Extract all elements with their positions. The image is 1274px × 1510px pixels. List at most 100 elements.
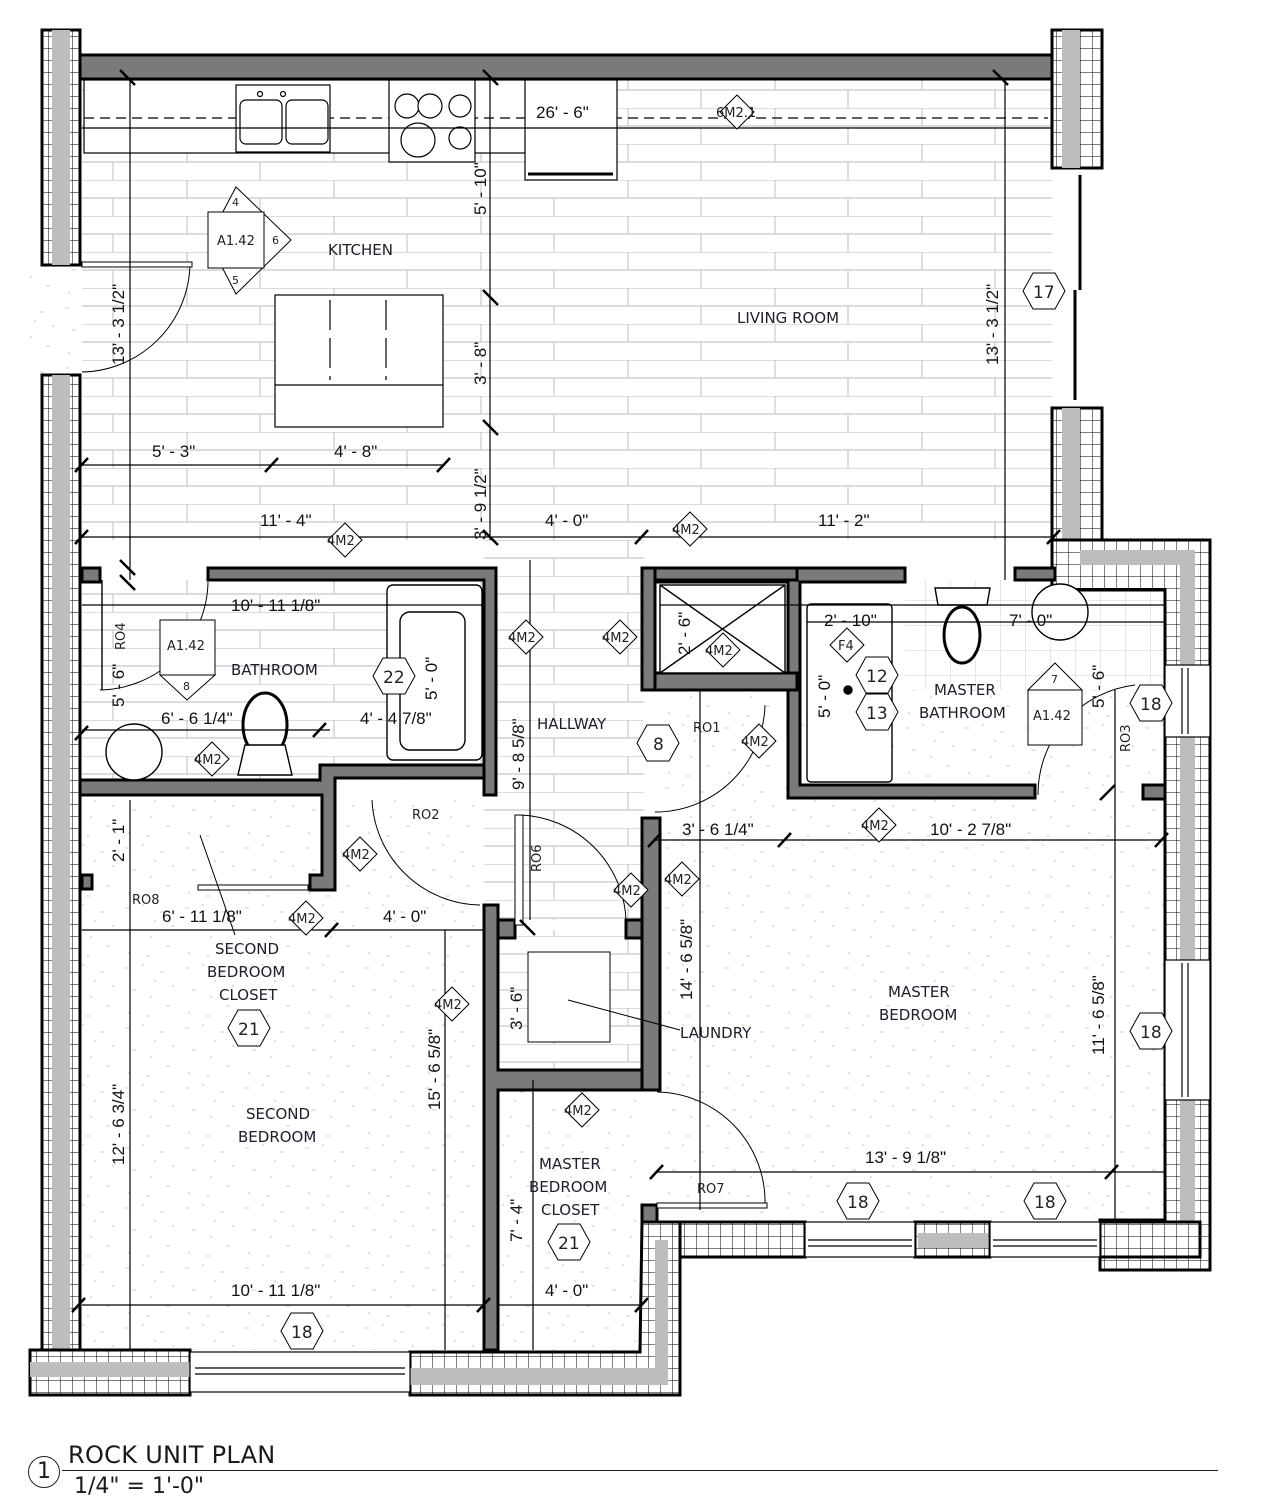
svg-text:11' - 4": 11' - 4"	[260, 511, 312, 530]
svg-text:5' - 10": 5' - 10"	[471, 162, 490, 215]
svg-text:4M2: 4M2	[672, 523, 700, 538]
svg-text:4M2: 4M2	[861, 819, 889, 834]
door-tags: RO1 RO2 RO3 RO4 RO6 RO7 RO8	[114, 622, 1134, 1197]
svg-text:3' - 8": 3' - 8"	[471, 342, 490, 385]
interior-walls	[78, 53, 1167, 1352]
svg-text:4M2: 4M2	[288, 912, 316, 927]
drawing-title-block: 1 ROCK UNIT PLAN 1/4" = 1'-0"	[28, 1440, 1228, 1510]
room-label-master-bedroom-1: MASTER	[888, 983, 950, 1001]
svg-text:21: 21	[558, 1234, 580, 1254]
hallway-floor	[484, 540, 644, 920]
room-label-hallway: HALLWAY	[537, 715, 607, 733]
svg-text:11' - 2": 11' - 2"	[818, 511, 870, 530]
svg-text:4M2: 4M2	[602, 631, 630, 646]
svg-text:5: 5	[232, 274, 239, 287]
svg-text:13' - 3 1/2": 13' - 3 1/2"	[109, 284, 128, 365]
room-label-kitchen: KITCHEN	[328, 241, 393, 259]
svg-text:10' - 2 7/8": 10' - 2 7/8"	[930, 820, 1011, 839]
dimension-lines	[82, 80, 1165, 1350]
svg-text:4M2: 4M2	[613, 884, 641, 899]
svg-text:7' - 4": 7' - 4"	[507, 1199, 526, 1242]
svg-text:4' - 8": 4' - 8"	[334, 442, 377, 461]
elevation-marker-bathroom: A1.42 8	[158, 619, 217, 701]
svg-text:14' - 6 5/8": 14' - 6 5/8"	[677, 919, 696, 1000]
view-number: 1	[28, 1456, 60, 1488]
svg-text:5' - 0": 5' - 0"	[815, 675, 834, 718]
svg-text:4M2: 4M2	[741, 735, 769, 750]
svg-text:18: 18	[291, 1323, 313, 1343]
svg-text:RO3: RO3	[1119, 724, 1134, 752]
wall-type-labels: 6M2.1 4M2 4M2 4M2 4M2 4M2 4M2 4M2 4M2 4M…	[194, 106, 889, 1119]
svg-text:4M2: 4M2	[508, 631, 536, 646]
svg-text:3' - 6 1/4": 3' - 6 1/4"	[682, 820, 754, 839]
svg-text:4M2: 4M2	[327, 534, 355, 549]
svg-text:A1.42: A1.42	[217, 234, 255, 249]
svg-text:18: 18	[1140, 695, 1162, 715]
exterior-entry	[30, 265, 80, 375]
elevation-marker-kitchen: A1.42 4 6 5	[207, 186, 292, 295]
wall-type-tags	[194, 94, 897, 1128]
svg-text:6: 6	[272, 234, 279, 247]
svg-text:5' - 6": 5' - 6"	[109, 664, 128, 707]
svg-text:2' - 6": 2' - 6"	[675, 612, 694, 655]
svg-text:3' - 9 1/2": 3' - 9 1/2"	[471, 468, 490, 540]
title-underline	[62, 1470, 1218, 1471]
room-label-bathroom: BATHROOM	[231, 661, 318, 679]
windows	[189, 175, 1211, 1393]
room-label-master-closet-2: BEDROOM	[529, 1178, 607, 1196]
svg-text:22: 22	[383, 668, 405, 688]
svg-text:11' - 6 5/8": 11' - 6 5/8"	[1089, 975, 1108, 1055]
svg-text:A1.42: A1.42	[1033, 709, 1071, 724]
room-label-living: LIVING ROOM	[737, 309, 839, 327]
svg-text:2' - 10": 2' - 10"	[824, 611, 877, 630]
svg-text:4M2: 4M2	[664, 873, 692, 888]
dimension-ticks	[71, 69, 1169, 1313]
svg-text:15' - 6 5/8": 15' - 6 5/8"	[425, 1029, 444, 1110]
svg-text:6' - 6 1/4": 6' - 6 1/4"	[161, 709, 233, 728]
svg-text:4M2: 4M2	[434, 998, 462, 1013]
svg-text:7' - 0": 7' - 0"	[1009, 611, 1052, 630]
kitchen-counter	[83, 79, 1048, 428]
svg-text:4' - 0": 4' - 0"	[545, 511, 588, 530]
svg-text:21: 21	[238, 1020, 260, 1040]
svg-text:10' - 11 1/8": 10' - 11 1/8"	[231, 596, 320, 615]
svg-text:12: 12	[866, 667, 888, 687]
room-label-master-closet-1: MASTER	[539, 1155, 601, 1173]
svg-text:4M2: 4M2	[342, 848, 370, 863]
svg-text:2' - 1": 2' - 1"	[109, 819, 128, 862]
svg-text:RO2: RO2	[412, 808, 440, 823]
svg-text:8: 8	[183, 680, 190, 693]
room-label-second-closet-1: SECOND	[215, 940, 279, 958]
svg-text:7: 7	[1051, 673, 1058, 686]
svg-text:13' - 3 1/2": 13' - 3 1/2"	[983, 284, 1002, 365]
room-label-second-closet-2: BEDROOM	[207, 963, 285, 981]
svg-text:10' - 11 1/8": 10' - 11 1/8"	[231, 1281, 320, 1300]
room-label-master-bath-1: MASTER	[934, 681, 996, 699]
drawing-title: ROCK UNIT PLAN	[68, 1441, 276, 1469]
svg-text:13: 13	[866, 704, 888, 724]
svg-text:4M2: 4M2	[194, 753, 222, 768]
svg-text:18: 18	[1140, 1023, 1162, 1043]
svg-text:RO1: RO1	[693, 721, 721, 736]
svg-text:6M2.1: 6M2.1	[716, 106, 756, 121]
svg-text:4M2: 4M2	[705, 644, 733, 659]
room-label-master-closet-3: CLOSET	[541, 1201, 600, 1219]
room-label-master-bath-2: BATHROOM	[919, 704, 1006, 722]
room-label-master-bedroom-2: BEDROOM	[879, 1006, 957, 1024]
dimension-text-vertical: 5' - 10" 13' - 3 1/2" 3' - 8" 3' - 9 1/2…	[109, 162, 1108, 1242]
svg-text:RO4: RO4	[114, 622, 129, 650]
entry-door-swing	[81, 263, 191, 373]
elevation-marker-master-bath: A1.42 7	[1026, 662, 1084, 746]
svg-text:5' - 0": 5' - 0"	[422, 657, 441, 700]
svg-text:26' - 6": 26' - 6"	[536, 103, 589, 122]
svg-text:4M2: 4M2	[564, 1104, 592, 1119]
floor-plan: KITCHEN LIVING ROOM BATHROOM HALLWAY MAS…	[28, 28, 1212, 1397]
svg-text:5' - 3": 5' - 3"	[152, 442, 195, 461]
svg-text:12' - 6 3/4": 12' - 6 3/4"	[109, 1084, 128, 1165]
svg-text:RO7: RO7	[697, 1182, 725, 1197]
room-label-laundry: LAUNDRY	[680, 1024, 752, 1042]
svg-text:3' - 6": 3' - 6"	[507, 987, 526, 1030]
svg-text:9' - 8 5/8": 9' - 8 5/8"	[509, 718, 528, 790]
svg-text:RO8: RO8	[132, 893, 160, 908]
room-label-second-bedroom-2: BEDROOM	[238, 1128, 316, 1146]
